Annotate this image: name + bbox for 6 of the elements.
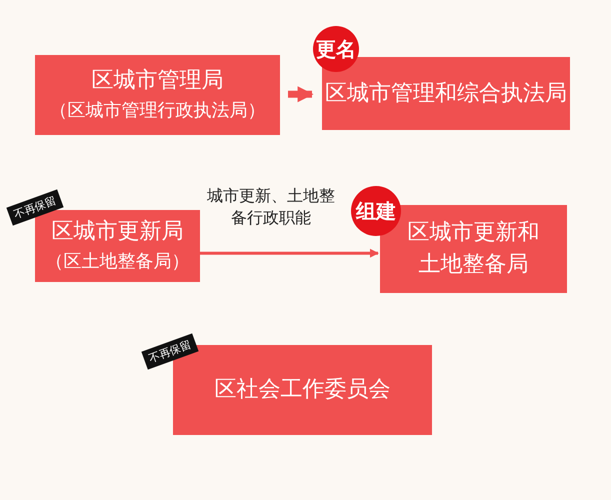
arrow	[200, 248, 379, 258]
circle-badge: 组建	[351, 186, 401, 236]
office-box: 区城市管理局 （区城市管理行政执法局）	[35, 55, 280, 135]
office-box: 区城市更新局 （区土地整备局）	[35, 210, 200, 282]
arrow	[288, 86, 314, 102]
circle-badge: 更名	[313, 26, 359, 72]
